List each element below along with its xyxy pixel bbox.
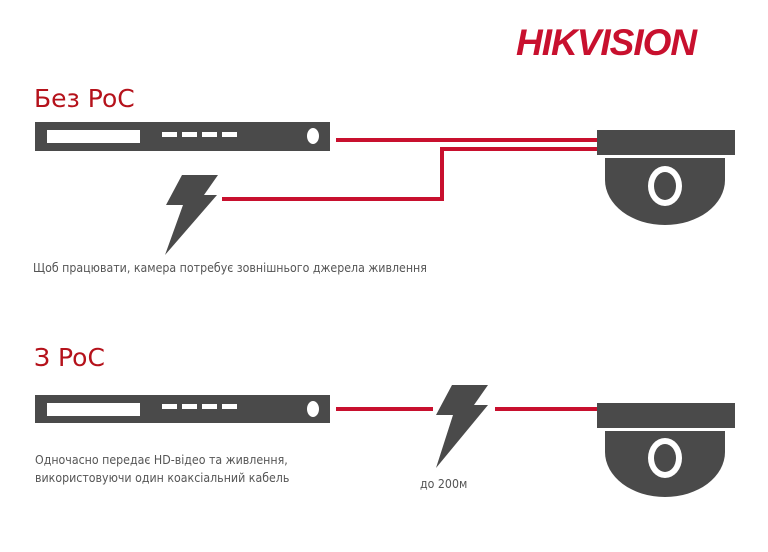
with-poc-title: З PoC	[34, 343, 105, 372]
lightning-icon	[165, 175, 218, 255]
distance-label: до 200м	[420, 477, 468, 491]
hikvision-logo: HIKVISION	[516, 22, 697, 63]
dome-camera-1	[597, 130, 735, 225]
with-poc-note-line1: Одночасно передає HD-відео та живлення,	[35, 453, 288, 467]
dome-camera-2	[597, 403, 735, 497]
dvr-recorder-1	[35, 122, 330, 151]
with-poc-note-line2: використовуючи один коаксіальний кабель	[35, 471, 290, 485]
lightning-icon	[436, 385, 488, 468]
dvr-recorder-2	[35, 395, 330, 423]
without-poc-note: Щоб працювати, камера потребує зовнішньо…	[33, 261, 427, 275]
cable-power-1	[222, 147, 597, 201]
without-poc-title: Без PoC	[34, 84, 135, 113]
